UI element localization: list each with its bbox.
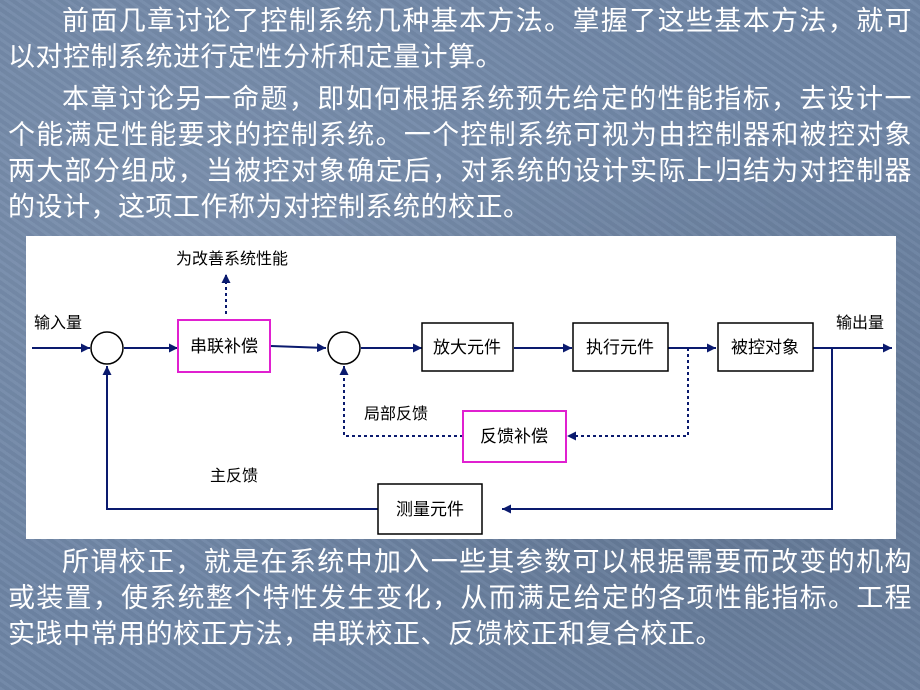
control-system-diagram: 串联补偿 放大元件 执行元件 被控对象 反馈补偿 测量元件 输入量 输出量 为改… bbox=[26, 236, 896, 539]
plant-label: 被控对象 bbox=[731, 338, 799, 358]
improve-performance-label: 为改善系统性能 bbox=[176, 249, 288, 268]
main-feedback-line-left bbox=[102, 366, 378, 510]
actuator-block: 执行元件 bbox=[572, 322, 669, 372]
local-feedback-line-left bbox=[339, 366, 463, 437]
amplifier-block: 放大元件 bbox=[421, 322, 514, 372]
sensor-block: 测量元件 bbox=[377, 483, 483, 535]
topic-paragraph: 本章讨论另一命题，即如何根据系统预先给定的性能指标，去设计一个能满足性能要求的控… bbox=[8, 84, 912, 223]
sensor-label: 测量元件 bbox=[396, 500, 464, 520]
main-feedback-line-right bbox=[502, 348, 833, 514]
summing-junction-main bbox=[90, 331, 124, 365]
local-feedback-label: 局部反馈 bbox=[364, 404, 428, 423]
output-label: 输出量 bbox=[836, 313, 884, 332]
feedback-compensator-block: 反馈补偿 bbox=[462, 410, 567, 463]
series-to-sum2-arrow bbox=[270, 343, 327, 353]
main-feedback-label: 主反馈 bbox=[210, 466, 258, 485]
summing-junction-local bbox=[327, 331, 361, 365]
series-compensator-label: 串联补偿 bbox=[190, 337, 258, 357]
feedback-compensator-label: 反馈补偿 bbox=[480, 427, 548, 447]
correction-paragraph: 所谓校正，就是在系统中加入一些其参数可以根据需要而改变的机构或装置，使系统整个特… bbox=[8, 547, 912, 650]
series-compensator-block: 串联补偿 bbox=[177, 319, 271, 373]
input-label: 输入量 bbox=[34, 313, 82, 332]
amplifier-label: 放大元件 bbox=[433, 338, 501, 358]
local-feedback-line-right bbox=[567, 348, 689, 441]
intro-paragraph: 前面几章讨论了控制系统几种基本方法。掌握了这些基本方法，就可以对控制系统进行定性… bbox=[8, 6, 912, 73]
plant-block: 被控对象 bbox=[717, 322, 814, 372]
actuator-label: 执行元件 bbox=[586, 338, 654, 358]
